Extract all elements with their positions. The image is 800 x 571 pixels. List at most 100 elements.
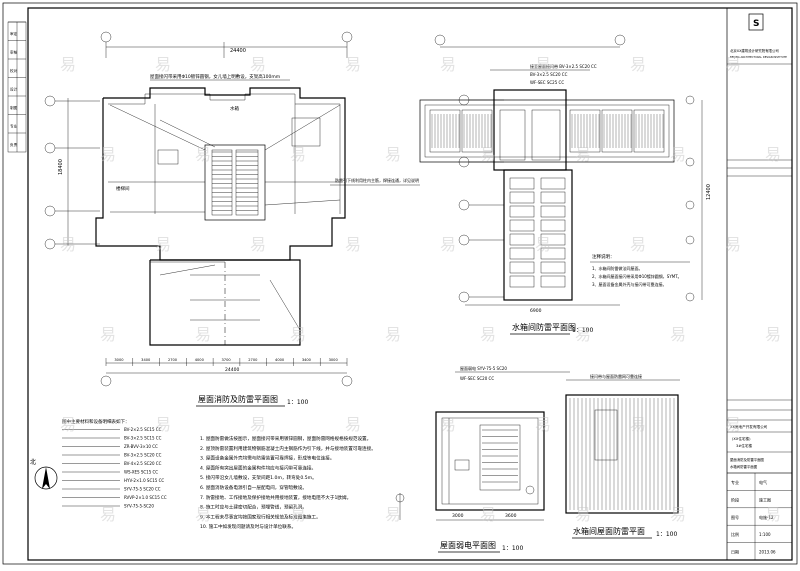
watermark-glyph: 易 — [535, 235, 551, 254]
watermark-glyph: 易 — [725, 415, 741, 434]
legend-row: BV-3×2.5 SC20 CC — [124, 453, 162, 458]
watermark-glyph: 易 — [290, 145, 306, 164]
tank-callout-2: BV-3×2.5 SC20 CC — [530, 72, 568, 77]
watermark-glyph: 易 — [535, 55, 551, 74]
note-line: 10. 施工中如发现问题请及时与设计单位联系。 — [200, 523, 296, 530]
watermark-glyph: 易 — [155, 415, 171, 434]
roof-mid-label: 水箱 — [230, 105, 239, 112]
legend-row: HYV-2×1.0 SC15 CC — [124, 478, 164, 483]
watermark-glyph: 易 — [575, 505, 591, 524]
roof-recv-plan: 屋面弱电 SYV-75-5 SC20 WF-SEC SC20 CC 3000 3… — [395, 365, 570, 553]
stamp-label: 制图 — [10, 105, 18, 110]
title-block-label: 日期 — [731, 549, 739, 555]
stamp-label: 负责 — [10, 142, 18, 147]
watermark-glyph: 易 — [345, 55, 361, 74]
legend-row: SYV-75-5-SC20 — [124, 504, 154, 509]
tank-right-dim: 12400 — [706, 184, 712, 200]
drawing-name: 屋面消防及防雷平面图 — [730, 457, 765, 462]
watermark-glyph: 易 — [480, 145, 496, 164]
title-block-label: 专业 — [731, 479, 739, 485]
watermark-glyph: 易 — [440, 55, 456, 74]
roof-left-label: 楼梯间 — [116, 185, 130, 192]
title-block-value: 电气 — [759, 479, 767, 485]
notes-right-3: 3、屋面设备金属外壳与接闪带可靠连接。 — [592, 281, 667, 287]
title-block-value: 电施-12 — [759, 514, 774, 520]
note-line: 9. 本工程未尽事宜均按国家现行相关规范及标准图集施工。 — [200, 513, 321, 520]
recv-plan-title: 屋面弱电平面图 — [440, 540, 496, 550]
drawing-name-2: 水箱间防雷平面图 — [730, 464, 758, 469]
note-line: 2. 屋顶防雷装置利用建筑物钢筋混凝土内主钢筋作为引下线，并与接地装置可靠连接。 — [200, 445, 376, 452]
tank-callout-1: 接至屋面接闪带 BV-3×2.5 SC20 CC — [530, 63, 597, 69]
watermark-glyph: 易 — [765, 145, 781, 164]
watermark-glyph: 易 — [155, 55, 171, 74]
watermark-glyph: 易 — [480, 325, 496, 344]
note-line: 5. 接闪带沿女儿墙敷设，支架间距1.0m，转弯处0.5m。 — [200, 474, 317, 481]
watermark-glyph: 易 — [765, 325, 781, 344]
watermark-glyph: 易 — [60, 235, 76, 254]
tankroof-callout: 接闪带与屋面防雷网可靠连接 — [590, 373, 642, 379]
stamp-label: 设计 — [10, 87, 18, 92]
watermark-glyph: 易 — [290, 325, 306, 344]
notes-right-2: 2、水箱间屋面接闪带采用Φ10镀锌圆钢，SYMT。 — [592, 273, 682, 279]
watermark-glyph: 易 — [250, 55, 266, 74]
legend-title: 图中主要材料和设备明细表如下： — [62, 418, 130, 425]
sub-project: (XX住宅楼) — [732, 436, 751, 441]
tank-bottom-dim: 6900 — [530, 308, 542, 314]
stamp-label: 审核 — [10, 50, 18, 55]
watermark-glyph: 易 — [195, 505, 211, 524]
watermark-glyph: 易 — [60, 55, 76, 74]
tank-callout-3: WF-SEC SC25 CC — [530, 80, 564, 85]
roof-top-callout: 屋面接闪带采用Φ10镀锌圆钢，女儿墙上明敷设，支架高100mm — [150, 73, 280, 80]
watermark-glyph: 易 — [575, 145, 591, 164]
title-block-label: 比例 — [731, 531, 739, 537]
notes-right-title: 注释说明： — [592, 253, 615, 260]
recv-bottom-dim: 3000 — [452, 513, 464, 519]
bottom-dim-segment: 2700 — [248, 358, 258, 362]
note-line: 4. 屋面所有突出屋面的金属构件均应与接闪带可靠连接。 — [200, 464, 316, 471]
note-line: 3. 屋面设备金属外壳均需与防雷装置可靠焊接，形成等电位连接。 — [200, 455, 334, 462]
notes-right-1: 1、水箱间防雷做法同屋面。 — [592, 265, 643, 271]
watermark-glyph: 易 — [345, 235, 361, 254]
roof-right-callout: 防雷引下线利用柱内主筋，焊接连通，详见说明 — [335, 177, 419, 183]
legend-block: 图中主要材料和设备明细表如下： BV-2×2.5 SC15 CC BV-3×2.5… — [62, 418, 167, 509]
recv-plan-scale: 1：100 — [502, 545, 523, 552]
tankroof-plan-title: 水箱间屋面防雷平面 — [573, 526, 645, 536]
legend-row: BV-4×2.5 SC20 CC — [124, 461, 162, 466]
legend-row: SYV-75-5 SC20 CC — [124, 487, 161, 492]
legend-row: BV-2×2.5 SC15 CC — [124, 427, 162, 432]
watermark-glyph: 易 — [630, 55, 646, 74]
watermark-glyph: 易 — [385, 145, 401, 164]
company-english: BEIJING ARCHITECTURAL DESIGN INSTITUTE — [730, 55, 787, 59]
roof-plan-scale: 1：100 — [287, 399, 308, 406]
watermark-glyph: 易 — [725, 235, 741, 254]
watermark-glyph: 易 — [250, 235, 266, 254]
bottom-dim-segment: 3700 — [222, 358, 232, 362]
north-label: 北 — [30, 458, 36, 466]
watermark-glyph: 易 — [385, 325, 401, 344]
watermark-glyph: 易 — [670, 145, 686, 164]
watermark-layer: 易易易易易易易易易易易易易易易易易易易易易易易易易易易易易易易易易易易易易易易易… — [60, 55, 781, 524]
watermark-glyph: 易 — [60, 415, 76, 434]
title-block-value: 施工图 — [759, 496, 771, 502]
watermark-glyph: 易 — [630, 235, 646, 254]
sub-project-2: 3#住宅楼 — [736, 443, 752, 448]
watermark-glyph: 易 — [100, 325, 116, 344]
watermark-glyph: 易 — [100, 145, 116, 164]
roof-plan-title: 屋面消防及防雷平面图 — [198, 394, 278, 404]
title-block-label: 图号 — [731, 514, 739, 520]
watermark-glyph: 易 — [630, 415, 646, 434]
title-block-value: 1:100 — [759, 532, 771, 537]
legend-row: WS-XES SC15 CC — [124, 470, 158, 475]
tankroof-plan-scale: 1：100 — [656, 531, 677, 538]
title-block: S 北京XX建筑设计研究院有限公司 BEIJING ARCHITECTURAL … — [726, 8, 792, 560]
watermark-glyph: 易 — [670, 325, 686, 344]
bottom-dim-segment: 3400 — [141, 358, 151, 362]
company-name: 北京XX建筑设计研究院有限公司 — [730, 48, 779, 53]
recv-bottom-dim-2: 3600 — [505, 513, 517, 519]
recv-callout-2: WF-SEC SC20 CC — [460, 376, 494, 381]
watermark-glyph: 易 — [290, 505, 306, 524]
stamp-label: 校对 — [10, 68, 18, 73]
bottom-dim-segment: 3000 — [114, 358, 124, 362]
